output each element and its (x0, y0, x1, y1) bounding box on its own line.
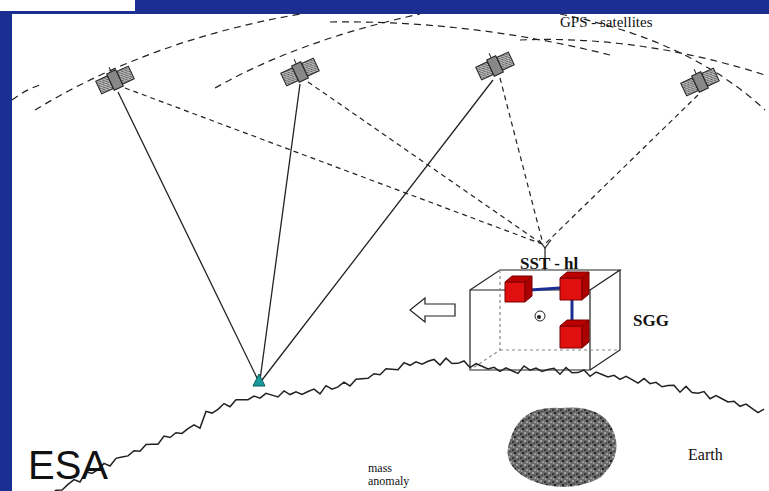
orbits (12, 14, 765, 110)
instrument-label: SGG (633, 312, 669, 331)
sst-lines (125, 78, 698, 244)
mass-anomaly-blob (508, 407, 617, 487)
sgg-instrument (470, 240, 620, 370)
gps-satellite (278, 52, 320, 88)
watermark: ESA (28, 443, 108, 487)
gps-satellites (93, 46, 720, 98)
sst-label: SST - hl (520, 255, 578, 274)
orbit-label: GPS - satellites (560, 14, 653, 31)
gps-satellite (678, 62, 720, 98)
gps-satellite (93, 60, 135, 96)
motion-arrow (410, 298, 455, 322)
canvas (12, 14, 769, 491)
ground-station (253, 374, 265, 386)
corner-box (0, 0, 135, 11)
anomaly-label: mass anomaly (368, 462, 423, 488)
earth-surface (14, 358, 764, 491)
gps-satellite (473, 46, 515, 82)
signal-lines (118, 80, 493, 380)
earth-label: Earth (688, 446, 723, 464)
